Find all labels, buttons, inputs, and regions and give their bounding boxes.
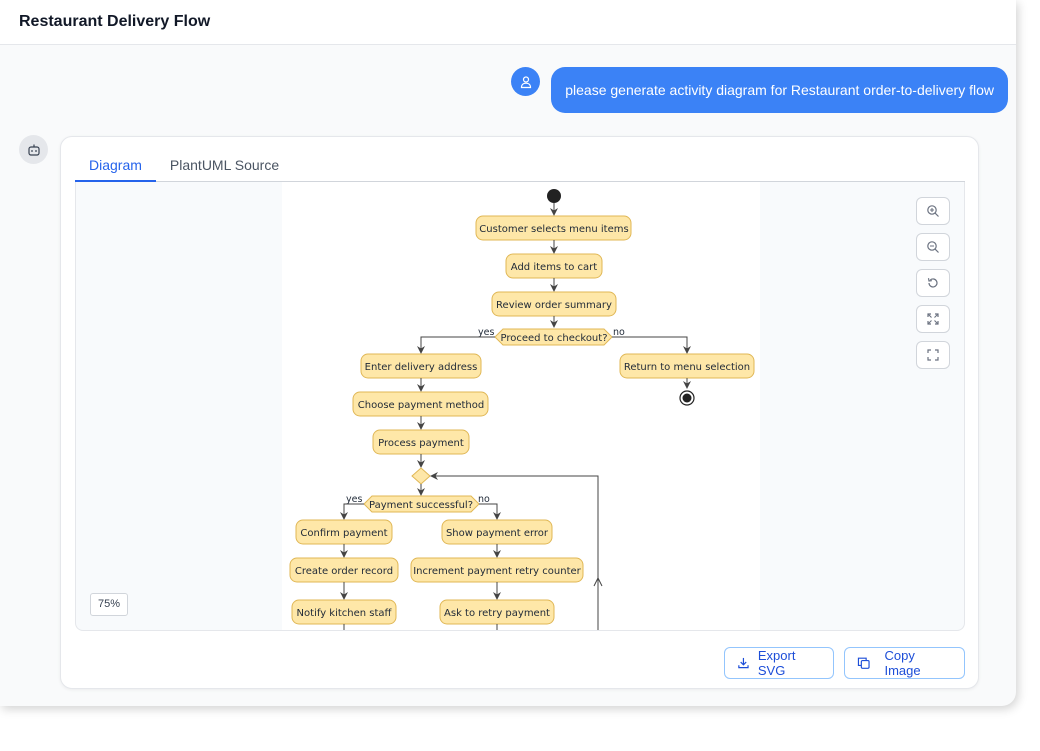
activity-notify-kitchen: Notify kitchen staff [291,599,397,625]
activity-increment-retry: Increment payment retry counter [410,557,584,583]
reset-icon [927,278,938,288]
activity-process-payment: Process payment [372,429,470,455]
svg-text:Add items to cart: Add items to cart [511,262,597,273]
svg-text:Enter delivery address: Enter delivery address [365,362,478,373]
activity-add-to-cart: Add items to cart [505,253,603,279]
diagram-viewer[interactable]: Customer selects menu items Add items to… [75,182,965,631]
svg-text:Process payment: Process payment [378,438,464,449]
decision-checkout: Proceed to checkout? [494,328,613,346]
reset-button[interactable] [916,269,950,297]
checkout-yes-label: yes [478,327,494,338]
export-svg-button[interactable]: Export SVG [724,647,834,679]
fullscreen-button[interactable] [916,341,950,369]
activity-return-menu: Return to menu selection [619,353,755,379]
user-avatar [511,67,541,96]
tab-plantuml-source[interactable]: PlantUML Source [169,157,280,173]
svg-text:Customer selects menu items: Customer selects menu items [479,224,628,235]
fit-icon [927,313,939,325]
svg-text:Payment successful?: Payment successful? [369,500,473,511]
user-message-bubble: please generate activity diagram for Res… [551,67,1008,113]
activity-diagram: Customer selects menu items Add items to… [282,182,760,630]
activity-ask-retry: Ask to retry payment [439,599,555,625]
svg-text:Confirm payment: Confirm payment [300,528,387,539]
zoom-out-icon [927,241,939,253]
svg-text:Show payment error: Show payment error [446,528,549,539]
activity-confirm-payment: Confirm payment [295,519,393,545]
checkout-no-label: no [613,327,625,338]
svg-text:Choose payment method: Choose payment method [358,400,484,411]
assistant-response-card: Diagram PlantUML Source Customer selects… [60,136,979,689]
export-svg-label: Export SVG [757,648,796,678]
svg-text:Notify kitchen staff: Notify kitchen staff [297,608,393,619]
tab-diagram[interactable]: Diagram [75,149,156,182]
app-window: Restaurant Delivery Flow please generate… [0,0,1016,689]
activity-enter-address: Enter delivery address [360,353,482,379]
fit-button[interactable] [916,305,950,333]
user-icon [520,75,531,88]
view-tabs: Diagram PlantUML Source [75,149,965,182]
start-node [547,189,561,203]
zoom-out-button[interactable] [916,233,950,261]
activity-select-items: Customer selects menu items [475,215,632,241]
svg-text:Proceed to checkout?: Proceed to checkout? [500,333,607,344]
activity-show-error: Show payment error [441,519,553,545]
zoom-level-badge: 75% [90,593,129,616]
activity-create-record: Create order record [289,557,399,583]
end-node [679,390,695,406]
copy-icon [857,657,870,669]
zoom-in-button[interactable] [916,197,950,225]
activity-choose-payment: Choose payment method [352,391,489,417]
app-header: Restaurant Delivery Flow [0,0,1016,45]
bot-icon [27,144,40,156]
svg-text:Increment payment retry counte: Increment payment retry counter [413,566,581,577]
svg-text:Create order record: Create order record [295,566,393,577]
activity-review-summary: Review order summary [491,291,617,317]
user-message-row: please generate activity diagram for Res… [511,67,1008,113]
payment-no-label: no [478,494,490,505]
fullscreen-icon [927,349,939,361]
download-icon [738,657,749,669]
copy-image-button[interactable]: Copy Image [844,647,965,679]
svg-text:Ask to retry payment: Ask to retry payment [444,608,550,619]
decision-payment: Payment successful? [363,495,480,513]
page-title: Restaurant Delivery Flow [19,13,211,30]
zoom-in-icon [927,205,939,217]
bot-avatar [19,135,48,164]
payment-yes-label: yes [346,494,362,505]
svg-text:Review order summary: Review order summary [496,300,612,311]
svg-text:Return to menu selection: Return to menu selection [624,362,750,373]
copy-image-label: Copy Image [884,648,921,678]
